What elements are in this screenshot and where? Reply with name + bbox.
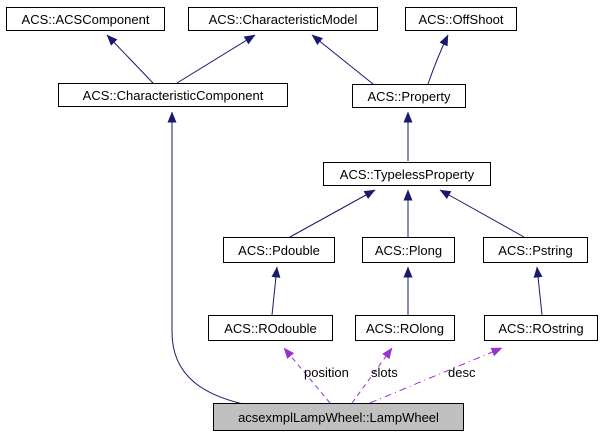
edge-lampwheel-rodouble-position bbox=[283, 347, 331, 404]
edge-label-desc: desc bbox=[448, 365, 476, 380]
edge-characteristiccomponent-characteristicmodel bbox=[176, 34, 256, 84]
edge-label-position: position bbox=[304, 365, 349, 380]
edge-lampwheel-characteristiccomponent bbox=[167, 111, 244, 405]
node-acs-rolong[interactable]: ACS::ROlong bbox=[355, 315, 455, 341]
node-acs-characteristicmodel[interactable]: ACS::CharacteristicModel bbox=[188, 7, 378, 31]
node-label: acsexmplLampWheel::LampWheel bbox=[238, 409, 439, 425]
node-acs-typelessproperty[interactable]: ACS::TypelessProperty bbox=[323, 162, 491, 186]
node-label: ACS::ACSComponent bbox=[21, 11, 150, 27]
node-label: ACS::ROdouble bbox=[224, 320, 317, 336]
node-label: ACS::CharacteristicComponent bbox=[82, 87, 264, 103]
node-acs-rodouble[interactable]: ACS::ROdouble bbox=[208, 315, 333, 341]
edge-pstring-typelessproperty bbox=[439, 189, 525, 238]
node-acs-offshoot[interactable]: ACS::OffShoot bbox=[405, 7, 517, 31]
edge-property-offshoot bbox=[427, 34, 449, 85]
node-acs-plong[interactable]: ACS::Plong bbox=[362, 237, 455, 263]
node-label: ACS::Pdouble bbox=[238, 242, 320, 258]
edge-characteristiccomponent-acscomponent bbox=[106, 34, 154, 84]
node-label: ACS::OffShoot bbox=[418, 11, 504, 27]
node-label: ACS::Plong bbox=[374, 242, 443, 258]
node-label: ACS::Pstring bbox=[498, 242, 573, 258]
edge-rodouble-pdouble bbox=[271, 266, 281, 316]
edge-label-slots: slots bbox=[371, 365, 398, 380]
node-acs-pdouble[interactable]: ACS::Pdouble bbox=[223, 237, 335, 263]
node-acs-characteristiccomponent[interactable]: ACS::CharacteristicComponent bbox=[58, 83, 288, 107]
node-acs-pstring[interactable]: ACS::Pstring bbox=[483, 237, 588, 263]
edge-pdouble-typelessproperty bbox=[289, 189, 376, 238]
node-label: ACS::ROlong bbox=[365, 320, 445, 336]
edge-lampwheel-rolong-slots bbox=[351, 347, 393, 404]
node-acs-acscomponent[interactable]: ACS::ACSComponent bbox=[6, 7, 165, 31]
node-label: ACS::Property bbox=[367, 88, 451, 104]
edge-property-characteristicmodel bbox=[311, 34, 374, 85]
node-label: ACS::CharacteristicModel bbox=[208, 11, 358, 27]
node-label: ACS::TypelessProperty bbox=[339, 166, 475, 182]
node-acs-property[interactable]: ACS::Property bbox=[352, 84, 466, 108]
node-acsexmpllampwheel-lampwheel[interactable]: acsexmplLampWheel::LampWheel bbox=[213, 403, 464, 431]
edge-rostring-pstring bbox=[533, 266, 543, 316]
node-acs-rostring[interactable]: ACS::ROstring bbox=[484, 315, 598, 341]
node-label: ACS::ROstring bbox=[498, 320, 584, 336]
